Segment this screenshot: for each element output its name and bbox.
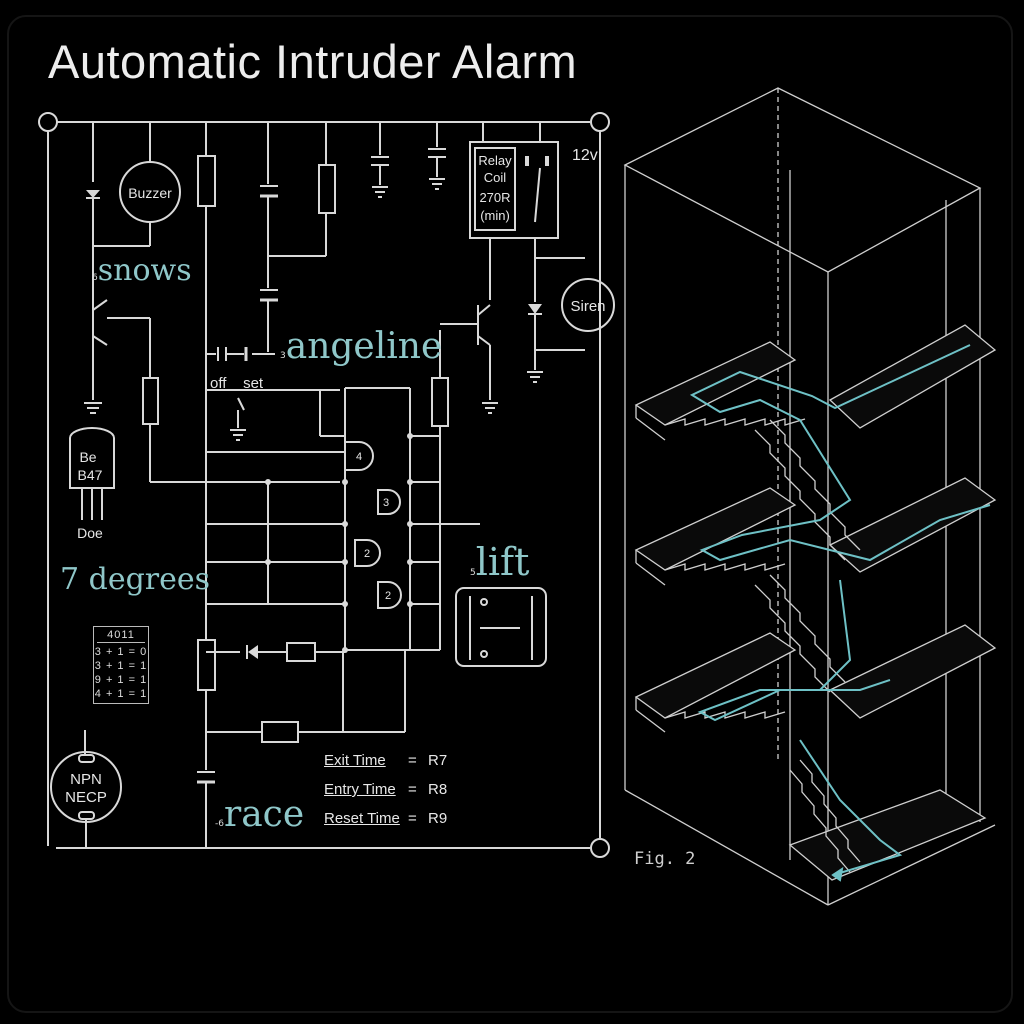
timing-value: R9: [428, 810, 448, 827]
figure-caption: Fig. 2: [634, 849, 695, 869]
relay-text: Relay Coil 270R (min): [478, 153, 512, 223]
timing-name: Entry Time: [324, 781, 396, 798]
siren-text: Siren: [570, 298, 605, 315]
label-marker: 3: [280, 351, 286, 361]
lift-relay-icon: [455, 587, 547, 667]
timing-equals: =: [408, 781, 417, 798]
timing-name: Reset Time: [324, 810, 400, 827]
panel-background: [7, 15, 1013, 1013]
label-marker: 5: [470, 568, 476, 578]
label-lift: 5lift: [470, 540, 529, 584]
gate-number: 4: [356, 451, 362, 463]
timing-equals: =: [408, 810, 417, 827]
timing-row: Entry Time = R8: [324, 781, 447, 798]
label-text: lift: [475, 540, 530, 584]
label-degrees: 7 degrees: [60, 562, 210, 597]
chip-4011-table: 4011 3 + 1 = 0 3 + 1 = 1 9 + 1 = 1 4 + 1…: [93, 626, 149, 704]
gate-number: 3: [383, 497, 389, 509]
siren-symbol: [561, 278, 615, 332]
chip-table-row: 9 + 1 = 1: [94, 674, 148, 686]
transistor-package-sub: Doe: [77, 525, 103, 541]
terminal-top-right: [590, 112, 610, 132]
npn-label-2: NECP: [65, 789, 107, 806]
label-text: 7 degrees: [60, 562, 211, 597]
transistor-package-label-2: B47: [78, 467, 103, 483]
label-snows: 6snows: [92, 253, 192, 288]
supply-voltage: 12v: [572, 147, 598, 164]
label-marker: -6: [215, 819, 224, 829]
timing-row: Reset Time = R9: [324, 810, 447, 827]
switch-label: off set: [210, 375, 264, 392]
chip-table-row: 3 + 1 = 0: [94, 646, 148, 658]
timing-value: R7: [428, 752, 448, 769]
timing-row: Exit Time = R7: [324, 752, 447, 769]
svg-text:Coil: Coil: [484, 170, 507, 185]
timing-name: Exit Time: [324, 752, 386, 769]
label-marker: 6: [92, 273, 98, 283]
page-title: Automatic Intruder Alarm: [48, 35, 578, 88]
chip-table-row: 4 + 1 = 1: [94, 688, 148, 700]
terminal-top-left: [38, 112, 58, 132]
svg-text:270R: 270R: [479, 190, 510, 205]
timing-value: R8: [428, 781, 448, 798]
terminal-bottom-right: [590, 838, 610, 858]
chip-table-row: 3 + 1 = 1: [94, 660, 148, 672]
svg-text:Relay: Relay: [478, 153, 512, 168]
buzzer-text: Buzzer: [128, 185, 172, 201]
label-angeline: 3angeline: [280, 326, 442, 367]
chip-table-header: 4011: [97, 628, 145, 643]
label-text: angeline: [285, 326, 443, 367]
gate-number: 2: [385, 590, 391, 602]
transistor-package-label-1: Be: [79, 449, 96, 465]
gate-number: 2: [364, 548, 370, 560]
label-text: race: [223, 794, 305, 835]
relay-box: [469, 141, 559, 239]
label-race: -6race: [215, 794, 304, 835]
npn-label-1: NPN: [70, 771, 102, 788]
svg-text:(min): (min): [480, 208, 510, 223]
timing-equals: =: [408, 752, 417, 769]
circuit-schematic: [38, 112, 615, 858]
escape-route-path: [689, 344, 991, 882]
label-text: snows: [97, 253, 192, 288]
